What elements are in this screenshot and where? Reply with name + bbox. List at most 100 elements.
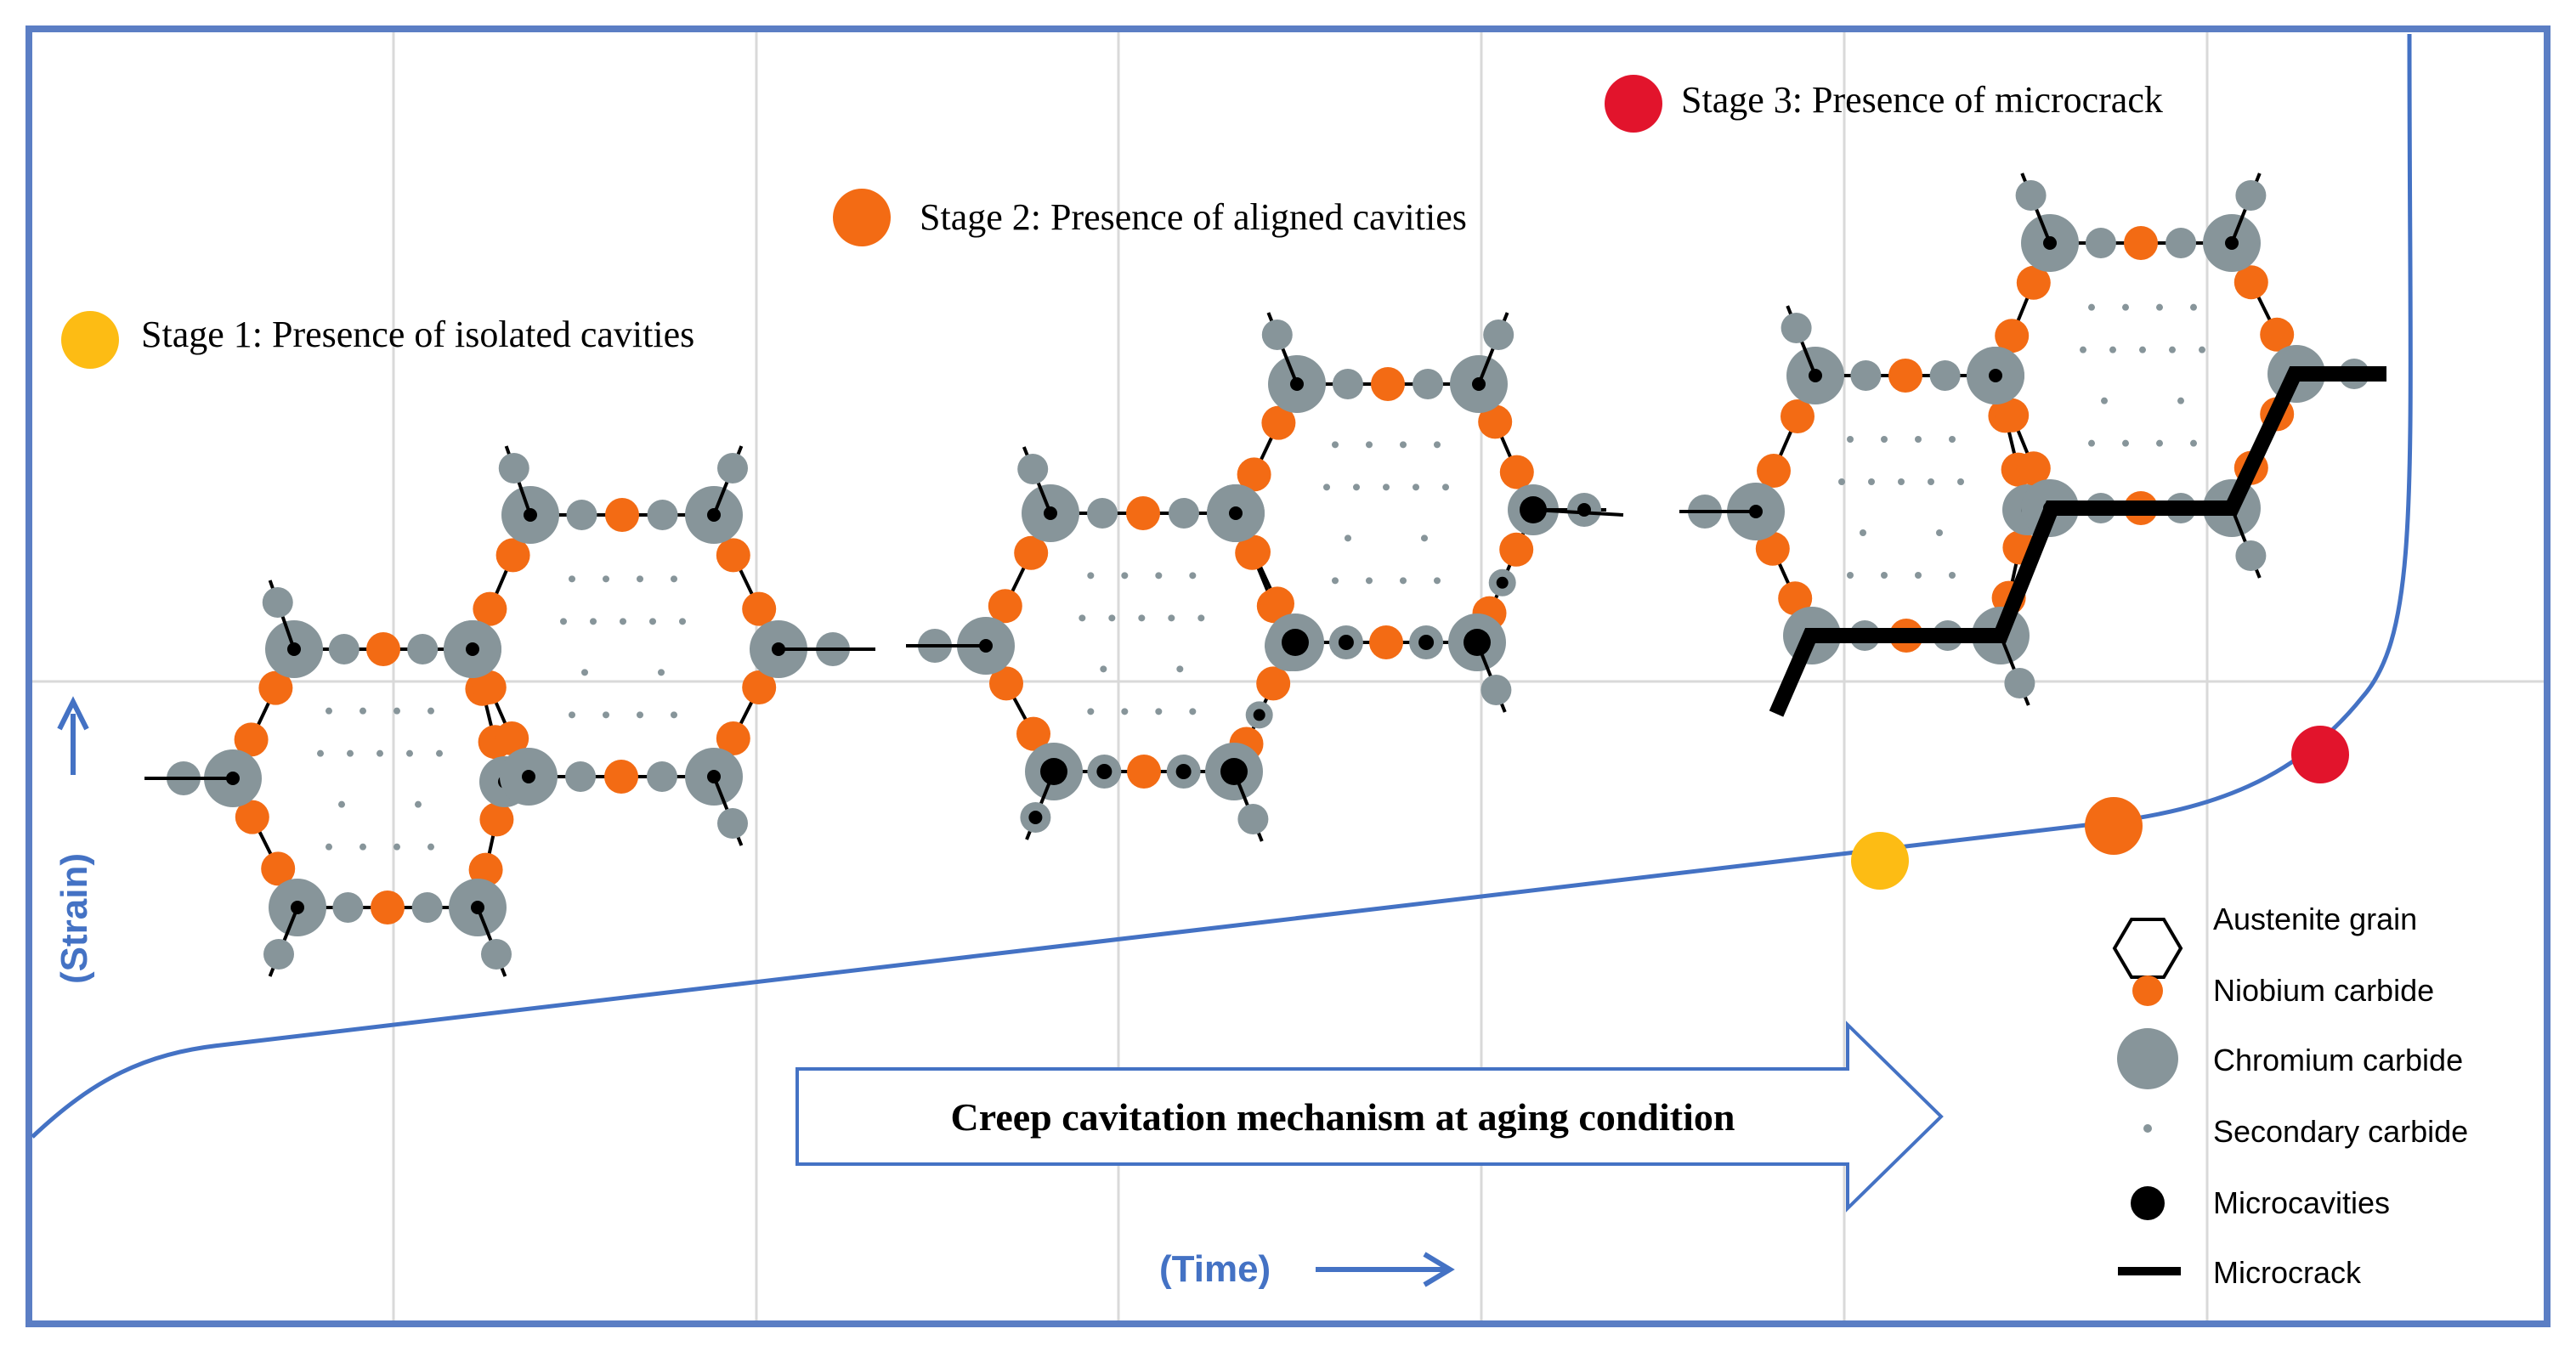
secondary-carbide [1847,572,1854,579]
secondary-carbide [1366,577,1373,585]
secondary-carbide [569,711,575,719]
secondary-carbide [2080,346,2086,353]
niobium-carbide [1499,532,1534,567]
secondary-carbide [415,800,422,808]
niobium-carbide [1369,625,1403,659]
niobium-carbide [258,670,293,705]
stage3-label: Stage 3: Presence of microcrack [1681,79,2163,121]
chromium-carbide [1781,313,1812,343]
process-arrow-shape [795,1021,1944,1213]
secondary-carbide [1189,708,1197,715]
niobium-carbide [2124,226,2158,260]
secondary-carbide [393,707,400,715]
chromium-carbide [2015,180,2047,211]
niobium-carbide [1260,586,1294,621]
secondary-carbide [2190,303,2197,311]
niobium-carbide [1237,534,1271,569]
stage2-dot-icon [833,189,891,246]
niobium-carbide [366,632,400,666]
secondary-carbide [317,749,324,757]
niobium-carbide [1371,367,1405,401]
secondary-carbide [1413,483,1419,491]
legend-label-microcavities: Microcavities [2213,1185,2390,1220]
secondary-carbide [1168,614,1175,622]
secondary-carbide [360,707,366,715]
secondary-carbide [1138,614,1146,622]
secondary-carbide [1915,572,1922,579]
stage2-microstructure [906,312,1624,842]
secondary-carbide [1847,436,1854,443]
secondary-carbide [1353,483,1360,491]
secondary-carbide [1838,478,1845,485]
grain-boundary-line [1532,508,1624,517]
microcavity [1229,506,1243,520]
secondary-carbide [1155,708,1163,715]
secondary-carbide [2177,397,2184,404]
secondary-carbide [2101,397,2108,404]
niobium-carbide [1995,319,2030,353]
stage1-microstructure [144,445,875,977]
secondary-carbide [637,711,643,719]
process-arrow-label: Creep cavitation mechanism at aging cond… [951,1095,1735,1139]
secondary-carbide [603,711,609,719]
chromium-carbide [263,939,294,970]
secondary-carbide [1323,483,1330,491]
niobium-carbide [2260,317,2295,352]
niobium-carbide [473,591,507,626]
chromium-carbide [717,808,748,839]
secondary-carbide [590,618,597,625]
secondary-carbide [1197,614,1205,622]
stage3-dot-icon [1605,75,1662,133]
secondary-carbide [406,749,413,757]
secondary-carbide [560,618,567,625]
chromium-carbide [411,892,443,923]
secondary-carbide [569,575,575,583]
secondary-carbide [1332,577,1339,585]
secondary-carbide [1400,577,1407,585]
hexagon-icon [2112,918,2183,979]
secondary-carbide [1100,665,1107,673]
secondary-carbide [1868,478,1875,485]
secondary-carbide [1332,441,1339,449]
secondary-carbide [1383,483,1390,491]
chromium-carbide [481,939,512,970]
niobium-carbide [495,721,529,755]
x-axis-label-group: (Time) [1159,1248,1455,1290]
stage3-microstructure [1679,172,2386,717]
stage2-label-group: Stage 2: Presence of aligned cavities [833,189,1467,246]
chromium-carbide [1413,369,1444,399]
niobium-carbide [1499,455,1534,489]
secondary-carbide [1949,436,1956,443]
secondary-carbide [1155,572,1163,580]
niobium-carbide [716,721,750,755]
niobium-carbide [1757,454,1791,488]
chromium-carbide [1087,498,1118,529]
secondary-carbide [1949,572,1956,579]
secondary-carbide [360,843,366,851]
niobium-carbide [1126,496,1160,530]
secondary-carbide [2088,303,2095,311]
niobium-carbide [742,670,777,704]
secondary-carbide [393,843,400,851]
legend-label-microcrack: Microcrack [2213,1255,2362,1290]
niobium-carbide [989,666,1023,701]
niobium-carbide [1016,716,1050,751]
niobium-dot-icon [2132,975,2163,1006]
chromium-carbide [2235,180,2267,211]
chromium-carbide [1480,675,1512,705]
niobium-carbide [2016,265,2051,300]
chromium-carbide [2085,228,2116,258]
secondary-carbide [1176,665,1184,673]
chromium-carbide [566,500,597,530]
niobium-carbide [1127,755,1161,789]
chromium-carbide [2004,668,2035,698]
stage3-label-group: Stage 3: Presence of microcrack [1605,75,2163,133]
secondary-carbide [1366,441,1373,449]
microcavity [1338,635,1354,650]
x-axis-arrow-head [1423,1252,1455,1287]
chromium-carbide [2235,540,2267,571]
chromium-carbide [565,761,597,792]
secondary-carbide [679,618,686,625]
